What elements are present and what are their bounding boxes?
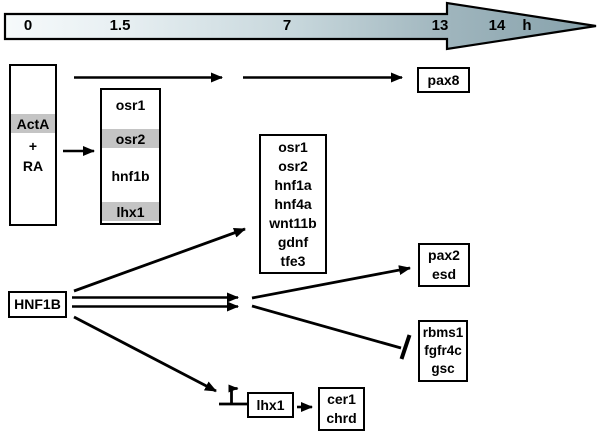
promoter-arrow-icon (228, 384, 239, 405)
direct-targets-box: osr1 osr2 hnf1a hnf4a wnt11b gdnf tfe3 (259, 134, 327, 274)
target-gene: wnt11b (269, 214, 317, 231)
activated-targets-box: pax2 esd (418, 243, 470, 287)
hnf1b-label: HNF1B (14, 296, 61, 312)
pax8-label: pax8 (427, 71, 460, 88)
repressed-gene: fgfr4c (424, 343, 462, 358)
target-gene: gdnf (277, 233, 309, 250)
treatment-acta-label: ActA (11, 114, 55, 133)
treatment-plus-label: + (28, 137, 38, 154)
target-gene: hnf4a (274, 195, 312, 212)
inhibition-line-to-rbms1 (251, 304, 402, 350)
timeline-tick-13: 13 (431, 17, 449, 34)
early-gene-osr1: osr1 (115, 96, 146, 113)
target-gene: tfe3 (280, 252, 306, 269)
early-genes-box: osr1 osr2 hnf1b lhx1 (100, 88, 161, 225)
repressed-gene: rbms1 (422, 325, 464, 340)
treatment-box: ActA + RA (9, 64, 57, 226)
early-gene-osr2: osr2 (102, 129, 159, 148)
target-gene: hnf1a (274, 176, 312, 193)
timeline-arrow (3, 1, 597, 51)
timeline-tick-0: 0 (23, 17, 33, 34)
arrow-hnf1b-to-lhx1 (73, 315, 217, 393)
target-gene: osr2 (278, 157, 308, 174)
timeline-unit-hours: h (522, 17, 532, 34)
early-gene-lhx1: lhx1 (102, 202, 159, 221)
timeline-tick-14: 14 (488, 17, 506, 34)
pax8-box: pax8 (417, 67, 470, 93)
repressed-gene: gsc (431, 361, 455, 376)
arrow-fan-to-pax2 (251, 265, 411, 300)
inhibition-bar-icon (399, 334, 412, 360)
secreted-gene: chrd (326, 410, 357, 426)
lhx1-box: lhx1 (247, 392, 294, 418)
activated-gene: esd (431, 266, 457, 282)
repressed-targets-box: rbms1 fgfr4c gsc (418, 320, 468, 382)
arrow-hnf1b-to-targets (73, 227, 246, 293)
timeline-tick-7: 7 (282, 17, 292, 34)
secreted-factors-box: cer1 chrd (318, 387, 365, 431)
early-gene-hnf1b: hnf1b (111, 167, 150, 184)
lhx1-label: lhx1 (256, 396, 285, 413)
secreted-gene: cer1 (327, 391, 356, 407)
timeline-tick-1-5: 1.5 (109, 17, 131, 34)
activated-gene: pax2 (428, 247, 460, 263)
hnf1b-box: HNF1B (8, 291, 67, 318)
target-gene: osr1 (278, 138, 308, 155)
treatment-ra-label: RA (22, 157, 44, 174)
